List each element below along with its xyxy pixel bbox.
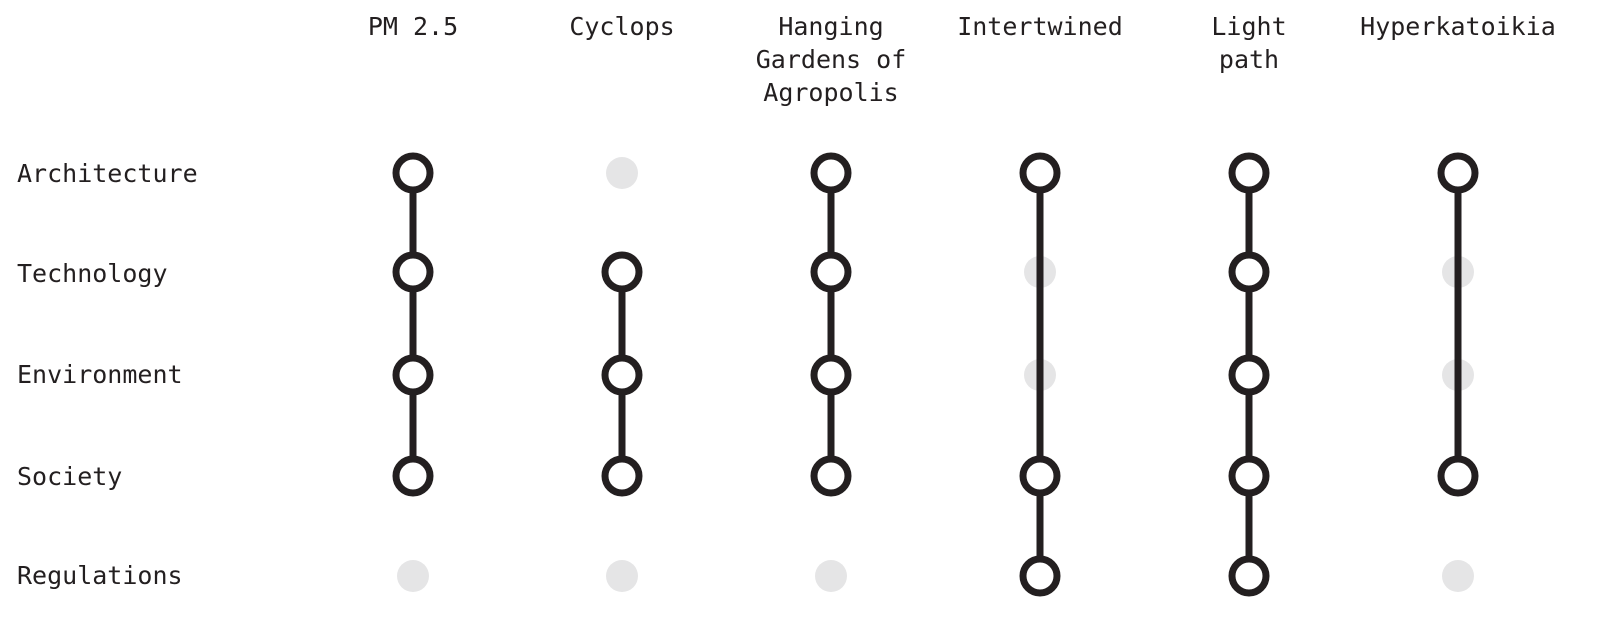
- project-label-light-path: Light path: [1211, 12, 1287, 74]
- inactive-dot-cyclops-architecture: [606, 157, 638, 189]
- node-cyclops-technology: [601, 251, 643, 293]
- node-hyperkatoikia-society: [1437, 455, 1479, 497]
- project-label-hyperkatoikia: Hyperkatoikia: [1360, 12, 1556, 41]
- category-label-society: Society: [17, 462, 123, 491]
- category-label-regulations: Regulations: [17, 561, 183, 590]
- node-hanging-gardens-of-agropolis-technology: [810, 251, 852, 293]
- node-light-path-architecture: [1228, 152, 1270, 194]
- node-hyperkatoikia-architecture: [1437, 152, 1479, 194]
- category-label-architecture: Architecture: [17, 159, 198, 188]
- project-label-pm25: PM 2.5: [367, 12, 459, 41]
- node-pm-2-5-architecture: [392, 152, 434, 194]
- project-label-cyclops: Cyclops: [569, 12, 675, 41]
- node-light-path-technology: [1228, 251, 1270, 293]
- category-label-technology: Technology: [17, 259, 168, 288]
- node-cyclops-society: [601, 455, 643, 497]
- node-hanging-gardens-of-agropolis-society: [810, 455, 852, 497]
- inactive-dot-hyperkatoikia-regulations: [1442, 560, 1474, 592]
- inactive-dot-cyclops-regulations: [606, 560, 638, 592]
- project-label-hanging-gardens: Hanging Gardens of Agropolis: [755, 12, 907, 107]
- inactive-dot-hanging-gardens-of-agropolis-regulations: [815, 560, 847, 592]
- inactive-dot-pm-2-5-regulations: [397, 560, 429, 592]
- project-label-intertwined: Intertwined: [957, 12, 1123, 41]
- node-hanging-gardens-of-agropolis-environment: [810, 354, 852, 396]
- node-intertwined-regulations: [1019, 555, 1061, 597]
- node-intertwined-architecture: [1019, 152, 1061, 194]
- node-light-path-regulations: [1228, 555, 1270, 597]
- node-pm-2-5-technology: [392, 251, 434, 293]
- node-pm-2-5-society: [392, 455, 434, 497]
- node-hanging-gardens-of-agropolis-architecture: [810, 152, 852, 194]
- node-pm-2-5-environment: [392, 354, 434, 396]
- node-light-path-environment: [1228, 354, 1270, 396]
- category-label-environment: Environment: [17, 360, 183, 389]
- node-intertwined-society: [1019, 455, 1061, 497]
- node-cyclops-environment: [601, 354, 643, 396]
- node-light-path-society: [1228, 455, 1270, 497]
